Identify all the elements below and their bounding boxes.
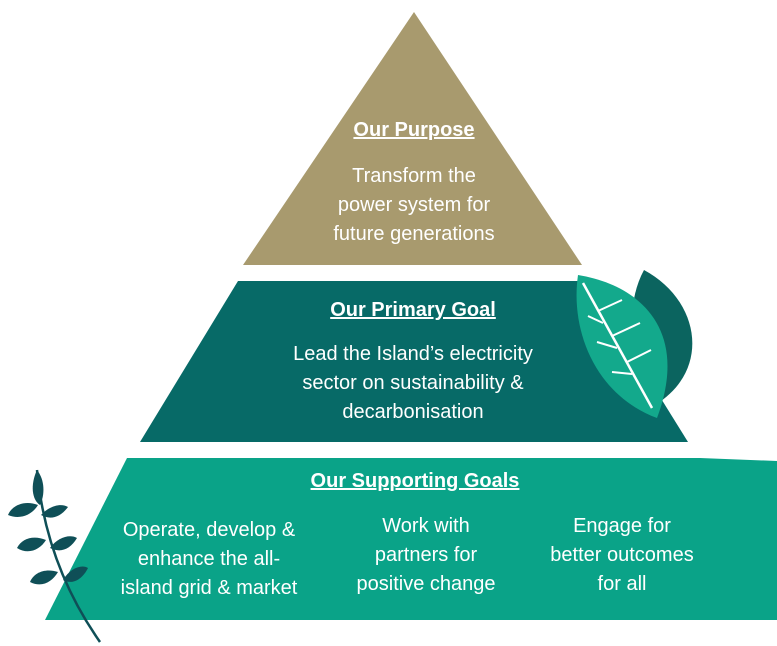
leaf-icon <box>576 270 693 418</box>
top-tier-heading: Our Purpose <box>353 119 475 141</box>
olive-branch-icon <box>8 469 102 643</box>
middle-tier-heading: Our Primary Goal <box>330 299 496 321</box>
middle-tier <box>140 281 688 442</box>
supporting-goal-engage: Engage for better outcomes for all <box>550 515 694 595</box>
supporting-goal-operate: Operate, develop & enhance the all- isla… <box>120 519 298 599</box>
supporting-goal-partners: Work with partners for positive change <box>356 515 496 595</box>
bottom-tier-heading: Our Supporting Goals <box>310 470 520 492</box>
bottom-tier <box>45 458 777 620</box>
top-tier <box>243 12 582 265</box>
middle-tier-body: Lead the Island’s electricity sector on … <box>293 343 533 423</box>
top-tier-body: Transform the power system for future ge… <box>333 165 495 245</box>
